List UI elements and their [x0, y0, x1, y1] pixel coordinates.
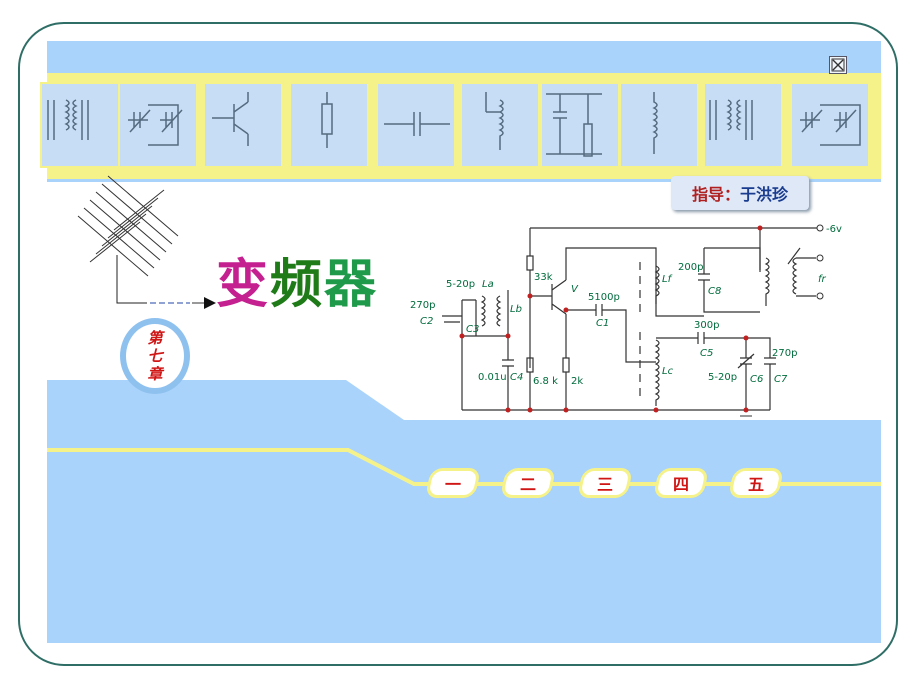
tutor-label: 指导：	[691, 185, 740, 204]
slide-frame	[18, 22, 898, 666]
variable-capacitor-tile-2	[790, 82, 870, 168]
tuning-cap-label: 5-20p	[446, 279, 475, 290]
close-x-icon	[831, 58, 845, 72]
title-char-1: 变	[216, 255, 271, 315]
c7-value-label: 270p	[772, 348, 797, 359]
c6-value-label: 5-20p	[708, 372, 737, 383]
supply-label: -6v	[826, 224, 842, 235]
c5-value-label: 300p	[694, 320, 719, 331]
transistor-label: V	[571, 284, 579, 295]
c3-label: C3	[466, 324, 479, 335]
lb-label: Lb	[510, 304, 522, 315]
nav-button-3[interactable]: 三	[576, 468, 634, 498]
title-char-2: 频	[270, 255, 325, 315]
c8-value-label: 200p	[678, 262, 703, 273]
nav-label-2: 二	[519, 475, 536, 494]
circuit-labels: -6v 33k 5-20p La 270p C2 C3 Lb V 5100p C…	[410, 224, 842, 387]
capacitor-tile	[376, 82, 456, 168]
terminal-icons	[816, 224, 824, 300]
chapter-line-3: 章	[147, 365, 163, 383]
fr-label: fr	[818, 274, 827, 285]
chapter-line-1: 第	[147, 329, 163, 347]
r1-label: 33k	[534, 272, 553, 283]
c2-label: C2	[420, 316, 433, 327]
decorative-bands	[47, 380, 881, 486]
resistor-tile	[289, 82, 369, 168]
page-title: 变频器	[216, 242, 378, 317]
tutor-name: 于洪珍	[740, 185, 789, 204]
tile-symbols	[47, 92, 861, 157]
c8-label: C8	[708, 286, 721, 297]
nav-label-3: 三	[596, 475, 613, 494]
c4-label: C4	[510, 372, 523, 383]
arrow-right-icon	[204, 297, 216, 309]
nav-button-4[interactable]: 四	[652, 468, 710, 498]
transistor-tile	[203, 82, 283, 168]
chapter-badge: 第 七 章	[120, 318, 190, 394]
title-char-3: 器	[324, 255, 379, 315]
tapped-inductor-tile	[460, 82, 540, 168]
c7-label: C7	[774, 374, 788, 385]
nav-button-1[interactable]: 一	[424, 468, 482, 498]
la-label: La	[482, 279, 494, 290]
r3-label: 2k	[571, 376, 583, 387]
lf-label: Lf	[662, 274, 673, 285]
nav-button-2[interactable]: 二	[499, 468, 557, 498]
nav-label-1: 一	[444, 475, 461, 494]
mixer-circuit-diagram	[442, 227, 820, 411]
circuit-nodes	[459, 225, 763, 413]
c4-value-label: 0.01u	[478, 372, 507, 383]
inductor-tile	[619, 82, 699, 168]
nav-label-4: 四	[672, 475, 689, 494]
close-button[interactable]	[829, 56, 847, 74]
nav-label-5: 五	[747, 475, 764, 494]
tutor-box: 指导： 于洪珍	[671, 176, 809, 210]
nav-button-5[interactable]: 五	[727, 468, 785, 498]
antenna-icon	[77, 175, 204, 304]
c1-value-label: 5100p	[588, 292, 620, 303]
variable-capacitor-tile	[118, 82, 198, 168]
c6-label: C6	[750, 374, 763, 385]
c2-value-label: 270p	[410, 300, 435, 311]
c1-label: C1	[596, 318, 609, 329]
lc-label: Lc	[662, 366, 674, 377]
c5-label: C5	[700, 348, 713, 359]
chapter-line-2: 七	[147, 347, 163, 365]
transformer-tile-2	[703, 82, 783, 168]
rc-network-tile	[540, 82, 620, 168]
r2-label: 6.8 k	[533, 376, 558, 387]
